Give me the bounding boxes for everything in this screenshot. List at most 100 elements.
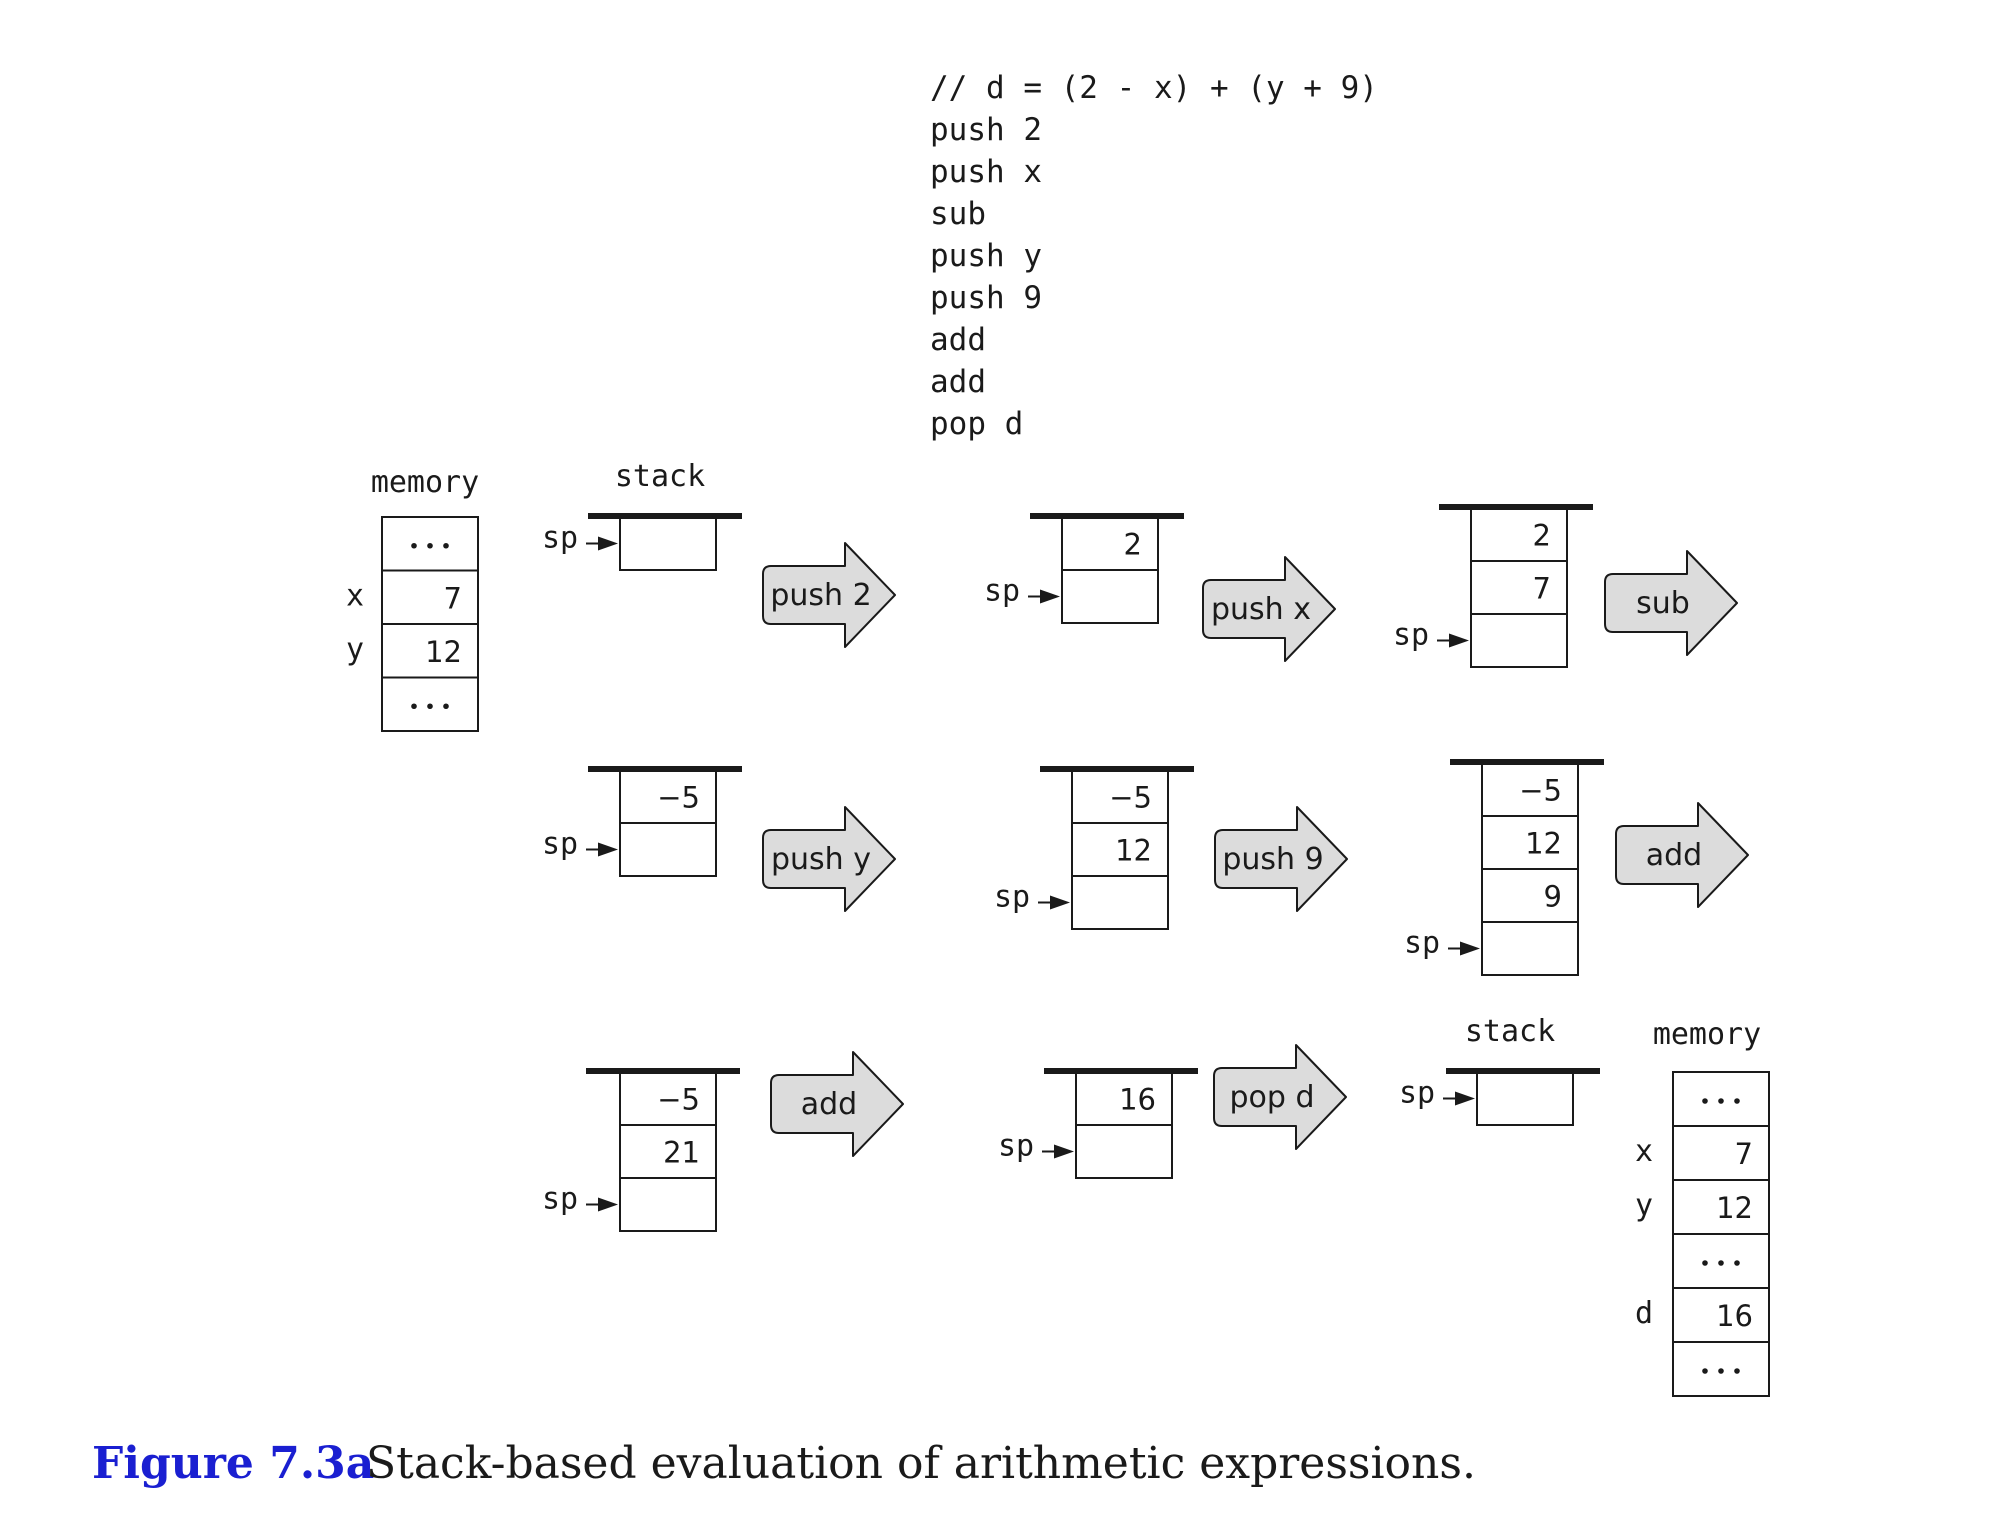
operation-arrow-icon: sub bbox=[1604, 550, 1738, 656]
stack-cell bbox=[1470, 560, 1568, 615]
operation-label: push 9 bbox=[1222, 842, 1323, 877]
stack-value: 2 bbox=[1124, 528, 1142, 562]
stack-value: −5 bbox=[1109, 781, 1152, 815]
stack-value: 9 bbox=[1544, 880, 1562, 914]
code-line: push y bbox=[930, 238, 1042, 274]
code-line: add bbox=[930, 322, 986, 358]
stack-snapshot: −5 12 9 sp bbox=[1404, 759, 1604, 976]
sp-label: sp bbox=[542, 521, 578, 556]
stack-cell bbox=[1476, 1071, 1574, 1126]
stack-snapshot: 2 sp bbox=[984, 513, 1184, 624]
stack-value: −5 bbox=[1519, 774, 1562, 808]
sp-label: sp bbox=[994, 880, 1030, 915]
code-line: pop d bbox=[930, 406, 1023, 442]
stack-snapshot: 16 sp bbox=[998, 1068, 1198, 1179]
stack-title: stack bbox=[1465, 1014, 1555, 1049]
stack-value: −5 bbox=[657, 1083, 700, 1117]
stack-value: −5 bbox=[657, 781, 700, 815]
memory-address-label: x bbox=[1635, 1134, 1653, 1169]
stack-snapshot: −5 sp bbox=[542, 766, 742, 877]
memory-address-label: x bbox=[346, 578, 364, 613]
memory-address-label: y bbox=[346, 632, 364, 667]
operation-label: sub bbox=[1636, 586, 1690, 621]
sp-label: sp bbox=[542, 827, 578, 862]
stack-cell bbox=[1481, 815, 1579, 870]
sp-pointer-arrow-icon bbox=[586, 1197, 618, 1212]
stack-cell bbox=[619, 1071, 717, 1126]
stack-cell bbox=[1071, 875, 1169, 930]
code-line: add bbox=[930, 364, 986, 400]
sp-pointer-arrow-icon bbox=[1028, 589, 1060, 604]
stack-snapshot: sp bbox=[1399, 1068, 1600, 1126]
sp-pointer-arrow-icon bbox=[1042, 1144, 1074, 1159]
stack-cell bbox=[619, 822, 717, 877]
stack-value: 2 bbox=[1533, 519, 1551, 553]
code-line: push x bbox=[930, 154, 1042, 190]
caption-text: Stack-based evaluation of arithmetic exp… bbox=[366, 1438, 1476, 1489]
code-line: push 9 bbox=[930, 280, 1042, 316]
operation-label: push y bbox=[771, 842, 871, 877]
stack-cell bbox=[619, 769, 717, 824]
operation-arrows: push 2 push x sub push y push 9 add add pop d bbox=[762, 542, 1749, 1157]
operation-arrow-icon: push y bbox=[762, 806, 896, 912]
memory-cell bbox=[1672, 1287, 1770, 1343]
stack-value: 12 bbox=[1525, 827, 1562, 861]
stack-cell bbox=[1061, 569, 1159, 624]
operation-label: push x bbox=[1211, 592, 1311, 627]
sp-label: sp bbox=[1399, 1076, 1435, 1111]
memory-title: memory bbox=[371, 465, 479, 500]
sp-label: sp bbox=[1393, 618, 1429, 653]
code-line: // d = (2 - x) + (y + 9) bbox=[930, 70, 1378, 106]
memory-address-label: y bbox=[1635, 1188, 1653, 1223]
stack-cell bbox=[619, 516, 717, 571]
code-line: sub bbox=[930, 196, 986, 232]
sp-pointer-arrow-icon bbox=[586, 536, 618, 551]
operation-arrow-icon: add bbox=[1615, 802, 1749, 908]
stack-cell bbox=[1470, 613, 1568, 668]
stack-value: 12 bbox=[1115, 834, 1152, 868]
stack-cell bbox=[1470, 507, 1568, 562]
stack-value: 7 bbox=[1533, 572, 1551, 606]
memory-value: 12 bbox=[1716, 1191, 1753, 1225]
stack-cell bbox=[1075, 1124, 1173, 1179]
sp-label: sp bbox=[984, 574, 1020, 609]
stack-cell bbox=[1071, 769, 1169, 824]
stack-cell bbox=[1071, 822, 1169, 877]
ellipsis-icon bbox=[1702, 1368, 1740, 1374]
operation-label: add bbox=[801, 1087, 857, 1122]
stack-value: 16 bbox=[1119, 1083, 1156, 1117]
figure-caption: Figure 7.3a Stack-based evaluation of ar… bbox=[92, 1438, 1476, 1489]
stack-cell bbox=[619, 1177, 717, 1232]
ellipsis-icon bbox=[411, 542, 449, 549]
memory-title: memory bbox=[1653, 1017, 1761, 1052]
sp-pointer-arrow-icon bbox=[1038, 895, 1070, 910]
operation-label: pop d bbox=[1229, 1080, 1314, 1115]
stack-cell bbox=[619, 1124, 717, 1179]
code-line: push 2 bbox=[930, 112, 1042, 148]
operation-label: push 2 bbox=[770, 578, 871, 613]
operation-arrow-icon: push 2 bbox=[762, 542, 896, 648]
memory-address-label: d bbox=[1635, 1296, 1653, 1331]
stack-title: stack bbox=[615, 459, 705, 494]
stack-value: 21 bbox=[663, 1136, 700, 1170]
ellipsis-icon bbox=[411, 703, 449, 710]
caption-number: Figure 7.3a bbox=[92, 1438, 374, 1489]
stack-cell bbox=[1481, 762, 1579, 817]
stack-snapshot: sp bbox=[542, 513, 742, 571]
sp-label: sp bbox=[1404, 926, 1440, 961]
stack-cell bbox=[1481, 921, 1579, 976]
memory-cell bbox=[1672, 1125, 1770, 1181]
sp-pointer-arrow-icon bbox=[586, 842, 618, 857]
ellipsis-icon bbox=[1702, 1098, 1740, 1104]
memory-value: 12 bbox=[425, 635, 462, 669]
operation-arrow-icon: push 9 bbox=[1214, 806, 1348, 912]
stack-snapshot: −5 12 sp bbox=[994, 766, 1194, 930]
operation-arrow-icon: push x bbox=[1202, 556, 1336, 662]
sp-pointer-arrow-icon bbox=[1443, 1091, 1475, 1106]
sp-label: sp bbox=[998, 1129, 1034, 1164]
